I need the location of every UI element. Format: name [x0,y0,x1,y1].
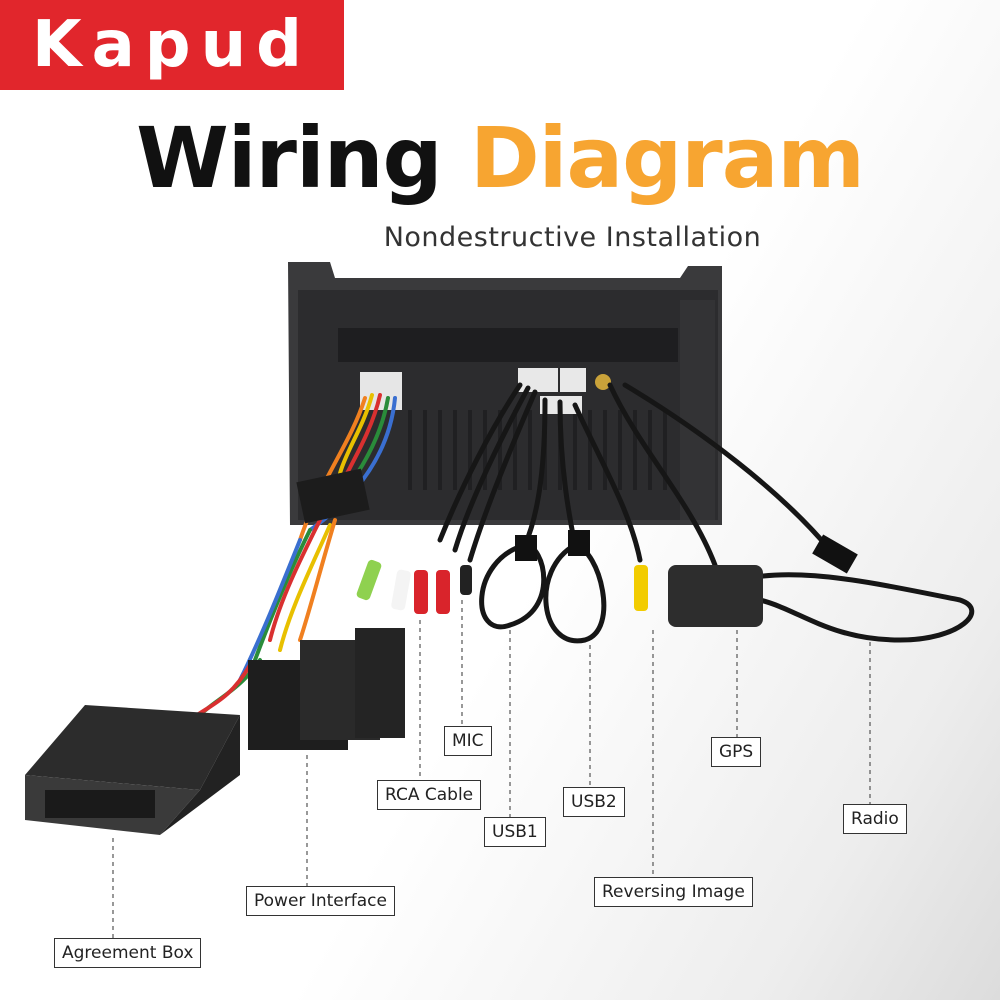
page-title: Wiring Diagram [0,108,1000,208]
kapud-logo: Kapud [0,0,344,90]
usb1-plug [515,535,537,561]
title-word-diagram: Diagram [469,109,865,207]
callout-usb2: USB2 [563,787,625,817]
callout-leaders [112,600,871,940]
agreement-box-device [25,705,240,835]
callout-radio: Radio [843,804,907,834]
callout-reversing-image: Reversing Image [594,877,753,907]
rca-plugs [356,559,648,614]
callout-mic: MIC [444,726,492,756]
canbus-connector [296,468,370,524]
gps-antenna [668,565,763,627]
radio-plug [812,534,858,574]
usb2-plug [568,530,590,556]
power-interface-connector [248,628,405,750]
callout-rca-cable: RCA Cable [377,780,482,810]
callout-agreement-box: Agreement Box [54,938,202,968]
page-subtitle: Nondestructive Installation [383,222,762,253]
callout-usb1: USB1 [484,817,546,847]
callout-power-interface: Power Interface [246,886,395,916]
title-word-wiring: Wiring [136,109,443,207]
callout-gps: GPS [711,737,762,767]
